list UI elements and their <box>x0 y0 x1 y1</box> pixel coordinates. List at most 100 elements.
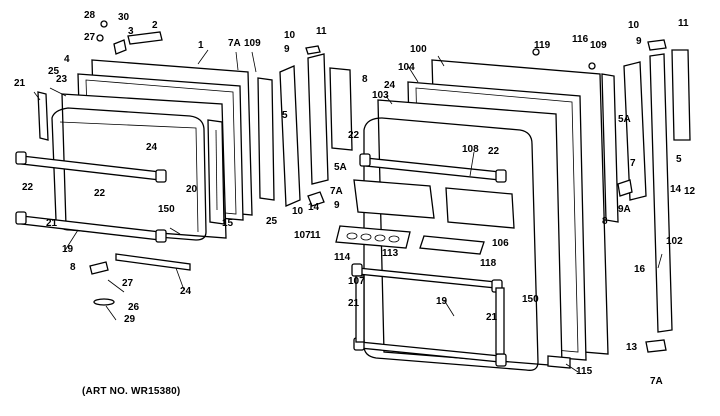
hinge-side-strip <box>207 119 225 225</box>
fresh-lower-cap-right <box>495 353 507 367</box>
fresh-handle-trim <box>623 61 647 201</box>
callout-label: 10 <box>628 20 640 31</box>
egg-tray <box>335 225 411 249</box>
handle-trim <box>307 53 329 185</box>
callout-label: 109 <box>244 38 261 49</box>
callout-label: 12 <box>684 186 696 197</box>
callout-label: 1 <box>198 40 204 51</box>
callout-label: 19 <box>62 244 74 255</box>
hinge-washer <box>96 34 104 42</box>
callout-label: 11 <box>310 230 321 241</box>
egg-cups <box>346 232 400 243</box>
fresh-handle-cap <box>647 39 667 51</box>
breaker-strip <box>257 77 275 201</box>
bottom-hinge-strip <box>547 355 571 369</box>
left-door-assembly <box>15 20 353 306</box>
callout-label: 7A <box>228 38 241 49</box>
callout-label: 14 <box>670 184 682 195</box>
bottom-washer <box>93 298 115 306</box>
callout-label: 24 <box>146 142 158 153</box>
callout-label: 100 <box>410 44 427 55</box>
door-liner <box>61 93 227 239</box>
art-number-note: (ART NO. WR15380) <box>82 386 181 397</box>
dairy-compartment-door <box>353 179 435 219</box>
callout-label: 106 <box>492 238 509 249</box>
callout-label: 11 <box>316 26 327 37</box>
callout-label: 5A <box>618 114 631 125</box>
callout-label: 7A <box>330 186 343 197</box>
handle-cap-9 <box>305 45 321 55</box>
callout-label: 104 <box>398 62 415 73</box>
callout-label: 25 <box>48 66 60 77</box>
callout-label: 14 <box>308 202 320 213</box>
callout-label: 108 <box>462 144 479 155</box>
left-side-bracket <box>37 91 49 141</box>
callout-label: 20 <box>186 184 198 195</box>
hinge-strip-line <box>215 129 218 211</box>
callout-label: 22 <box>348 130 360 141</box>
callout-label: 19 <box>436 296 448 307</box>
leader-lines <box>33 49 663 373</box>
fresh-hinge-bracket-9a <box>617 179 633 197</box>
callout-label: 13 <box>626 342 638 353</box>
callout-label: 30 <box>118 12 130 23</box>
screw-109 <box>588 62 596 70</box>
callout-label: 119 <box>534 40 551 51</box>
callout-label: 115 <box>576 366 593 377</box>
callout-label: 9 <box>334 200 340 211</box>
callout-label: 8 <box>70 262 76 273</box>
top-handle <box>127 31 163 45</box>
right-door-assembly <box>335 39 691 371</box>
butter-compartment-door <box>445 187 515 229</box>
callout-label: 10 <box>284 30 296 41</box>
bottom-hinge-part <box>89 261 109 275</box>
callout-label: 109 <box>590 40 607 51</box>
handle-end <box>329 67 353 151</box>
upper-shelf-end-cap-right <box>155 169 167 183</box>
lower-shelf-end-cap-right <box>155 229 167 243</box>
upper-shelf-end-cap-left <box>15 151 27 165</box>
callout-label: 2 <box>152 20 158 31</box>
callout-label: 9A <box>618 204 631 215</box>
callout-label: 25 <box>266 216 278 227</box>
callout-label: 29 <box>124 314 136 325</box>
lower-shelf-end-cap-left <box>15 211 27 225</box>
callout-label: 22 <box>22 182 34 193</box>
callout-label: 26 <box>128 302 140 313</box>
callout-label: 107 <box>348 276 365 287</box>
callout-label: 10 <box>292 206 304 217</box>
callout-label: 116 <box>572 34 589 45</box>
callout-label: 8 <box>602 216 608 227</box>
callout-label: 15 <box>222 218 234 229</box>
fresh-middle-cap-left <box>351 263 363 277</box>
callout-label: 5 <box>282 110 288 121</box>
fresh-bottom-bracket <box>645 339 667 353</box>
callout-label: 21 <box>14 78 26 89</box>
callout-label: 21 <box>486 312 498 323</box>
callout-label: 11 <box>678 18 689 29</box>
hinge-screw <box>100 20 108 28</box>
callout-label: 23 <box>56 74 68 85</box>
fresh-upper-cap-left <box>359 153 371 167</box>
callout-label: 28 <box>84 10 96 21</box>
fresh-handle-end <box>671 49 691 141</box>
lower-hinge-bracket <box>307 191 325 207</box>
callout-label: 24 <box>180 286 192 297</box>
liner-pocket-edge <box>59 121 199 233</box>
callout-label: 5 <box>676 154 682 165</box>
shelf-post-left <box>355 275 365 343</box>
callout-label: 113 <box>382 248 399 259</box>
snack-tray <box>419 235 485 255</box>
fresh-long-handle <box>649 53 673 333</box>
callout-label: 102 <box>666 236 683 247</box>
callout-label: 9 <box>636 36 642 47</box>
callout-label: 22 <box>488 146 500 157</box>
callout-label: 21 <box>348 298 360 309</box>
callout-label: 150 <box>522 294 539 305</box>
shelf-post-right <box>495 287 505 355</box>
door-handle-side <box>279 65 301 207</box>
callout-label: 103 <box>372 90 389 101</box>
callout-label: 3 <box>128 26 134 37</box>
